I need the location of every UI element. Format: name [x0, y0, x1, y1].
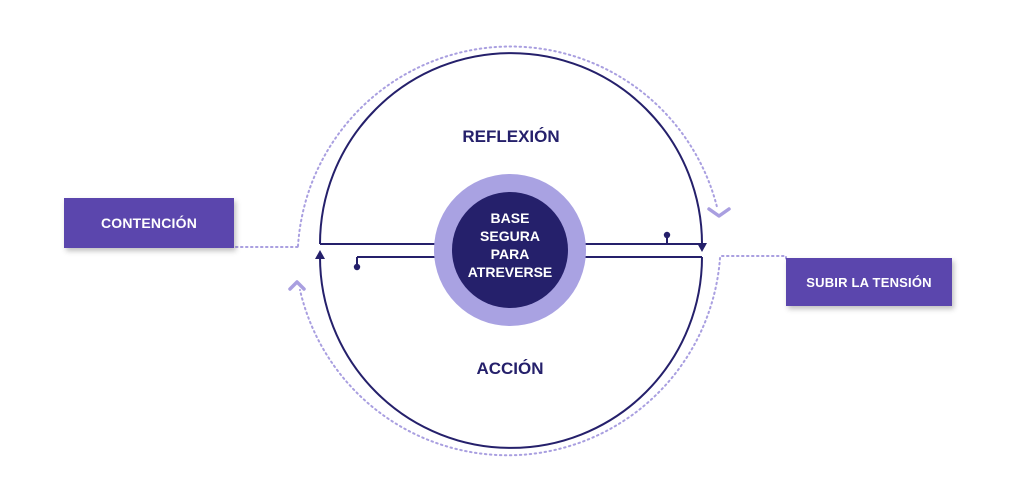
- center-line-1: BASE: [491, 210, 530, 226]
- connector-dot-left: [353, 263, 361, 271]
- connector-dotted-right: [721, 255, 787, 263]
- connector-dot-right: [663, 231, 671, 239]
- reflexion-label: REFLEXIÓN: [462, 127, 559, 146]
- contencion-label: CONTENCIÓN: [100, 215, 198, 231]
- circle-bottom-half: [319, 256, 703, 449]
- accion-label: ACCIÓN: [476, 359, 543, 378]
- contencion-box: CONTENCIÓN: [64, 198, 234, 248]
- subir-la-tension-box: SUBIR LA TENSIÓN: [786, 258, 952, 306]
- center-line-2: SEGURA: [480, 228, 540, 244]
- chevron-down-icon: [707, 207, 731, 218]
- arrow-up-icon: [315, 250, 325, 259]
- subir-la-tension-label: SUBIR LA TENSIÓN: [806, 274, 932, 290]
- circle-top-half: [319, 52, 703, 245]
- chevron-up-icon: [288, 280, 306, 291]
- outer-dotted-arc-bottom: [299, 257, 721, 457]
- outer-dotted-arc-top: [297, 45, 718, 247]
- center-inner-circle: [452, 192, 568, 308]
- center-line-3: PARA: [491, 246, 530, 262]
- arrow-down-icon: [697, 243, 707, 252]
- center-line-4: ATREVERSE: [468, 264, 553, 280]
